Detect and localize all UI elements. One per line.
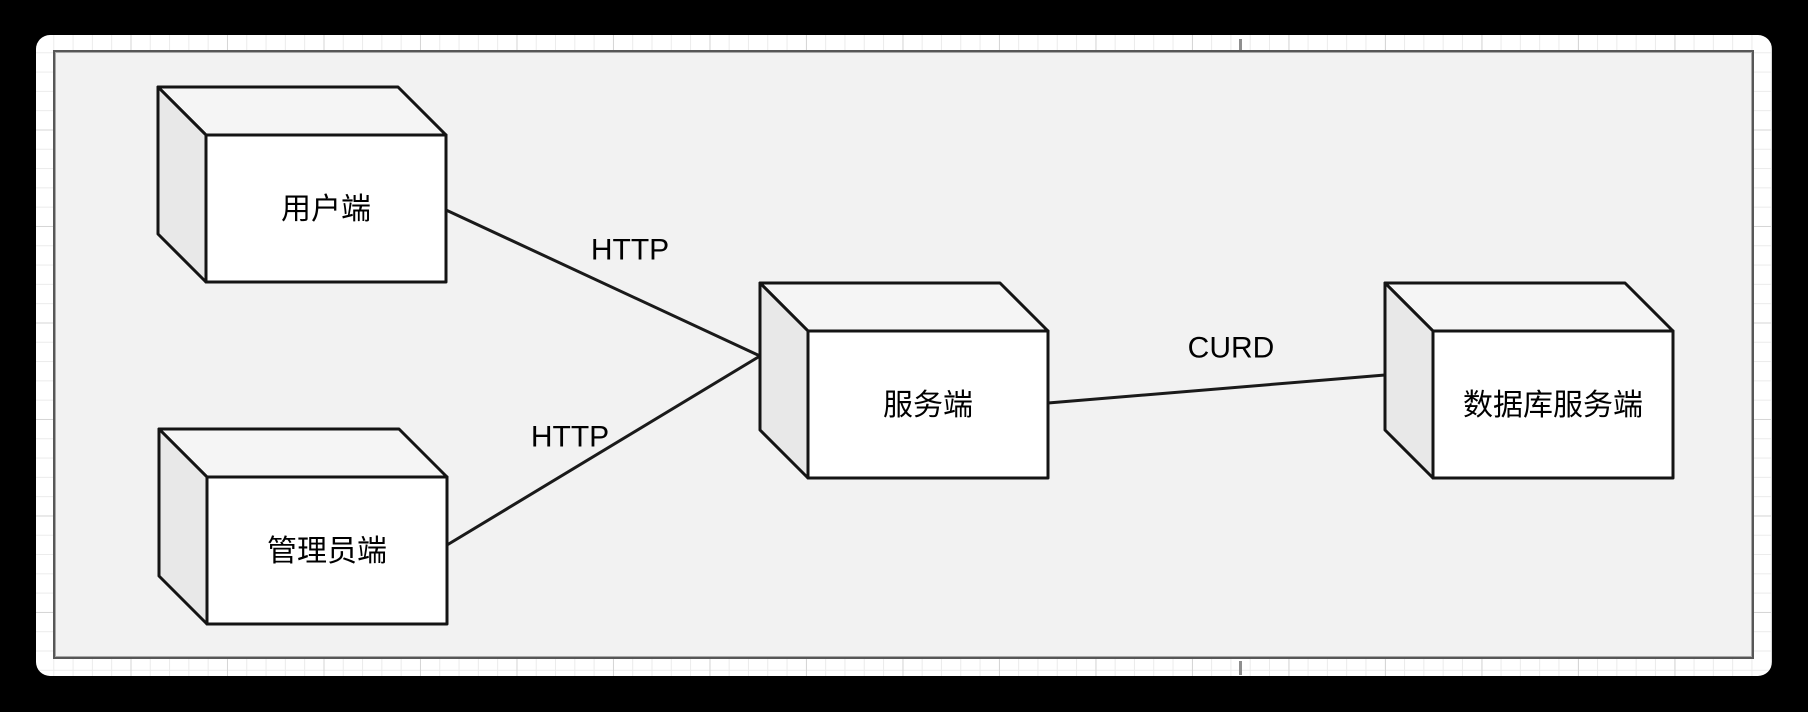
edge-user-server-line[interactable] <box>445 208 761 358</box>
node-admin-client[interactable]: 管理员端 <box>157 427 449 626</box>
edge-user-server-label[interactable]: HTTP <box>591 234 669 267</box>
edge-admin-server-label[interactable]: HTTP <box>531 421 609 454</box>
edge-server-db-label[interactable]: CURD <box>1188 332 1275 365</box>
edge-user-server[interactable]: HTTP <box>445 208 761 358</box>
node-admin-client-top-face[interactable] <box>157 427 449 479</box>
node-server[interactable]: 服务端 <box>758 281 1050 480</box>
node-db-server-top-face[interactable] <box>1383 281 1675 333</box>
node-user-client-label: 用户端 <box>281 193 371 226</box>
node-admin-client-front-face[interactable] <box>205 475 449 626</box>
node-user-client-top-face[interactable] <box>156 85 448 137</box>
node-server-label: 服务端 <box>883 389 973 422</box>
node-admin-client-label: 管理员端 <box>267 535 387 568</box>
node-db-server[interactable]: 数据库服务端 <box>1383 281 1675 480</box>
edge-admin-server-line[interactable] <box>446 354 761 547</box>
node-db-server-front-face[interactable] <box>1431 329 1675 480</box>
edge-server-db[interactable]: CURD <box>1047 332 1386 405</box>
edge-server-db-line[interactable] <box>1047 373 1386 405</box>
node-db-server-label: 数据库服务端 <box>1463 389 1643 422</box>
node-server-top-face[interactable] <box>758 281 1050 333</box>
node-server-front-face[interactable] <box>806 329 1050 480</box>
node-user-client[interactable]: 用户端 <box>156 85 448 284</box>
page-boundary-tick-bottom <box>1239 661 1242 675</box>
edge-admin-server[interactable]: HTTP <box>446 354 761 547</box>
page-boundary-tick-top <box>1239 39 1242 50</box>
node-user-client-front-face[interactable] <box>204 133 448 284</box>
